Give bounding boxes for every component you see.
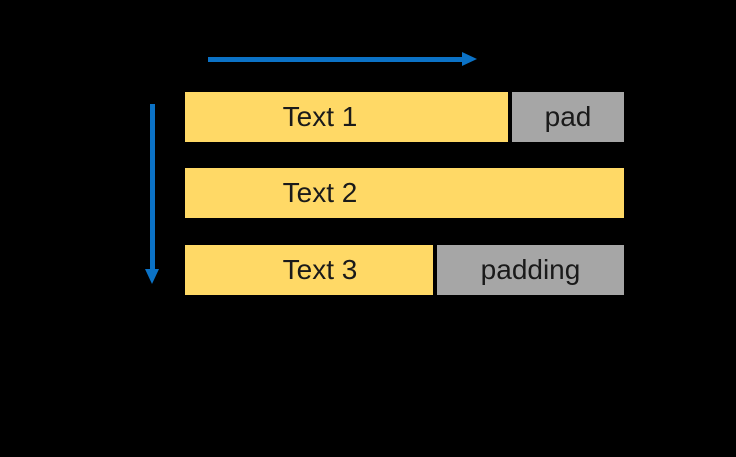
text-bar-label-3: Text 3 bbox=[282, 254, 358, 285]
text-row-3: padding Text 3 bbox=[185, 245, 624, 295]
right-arrow-head bbox=[462, 52, 477, 66]
text-bar-label-1: Text 1 bbox=[282, 101, 358, 132]
text-bar-1 bbox=[185, 92, 508, 142]
text-row-1: pad Text 1 bbox=[185, 92, 624, 142]
pad-box-1: pad bbox=[512, 92, 624, 142]
text-bar-3 bbox=[185, 245, 433, 295]
right-arrow-shaft bbox=[208, 57, 462, 62]
text-bar-2 bbox=[185, 168, 624, 218]
text-bar-label-2: Text 2 bbox=[282, 177, 358, 208]
pad-box-3: padding bbox=[437, 245, 624, 295]
down-arrow-shaft bbox=[150, 104, 155, 269]
text-row-2: Text 2 bbox=[185, 168, 624, 218]
pad-label-3: padding bbox=[480, 254, 581, 285]
pad-label-1: pad bbox=[544, 101, 592, 132]
down-arrow-head bbox=[145, 269, 159, 284]
